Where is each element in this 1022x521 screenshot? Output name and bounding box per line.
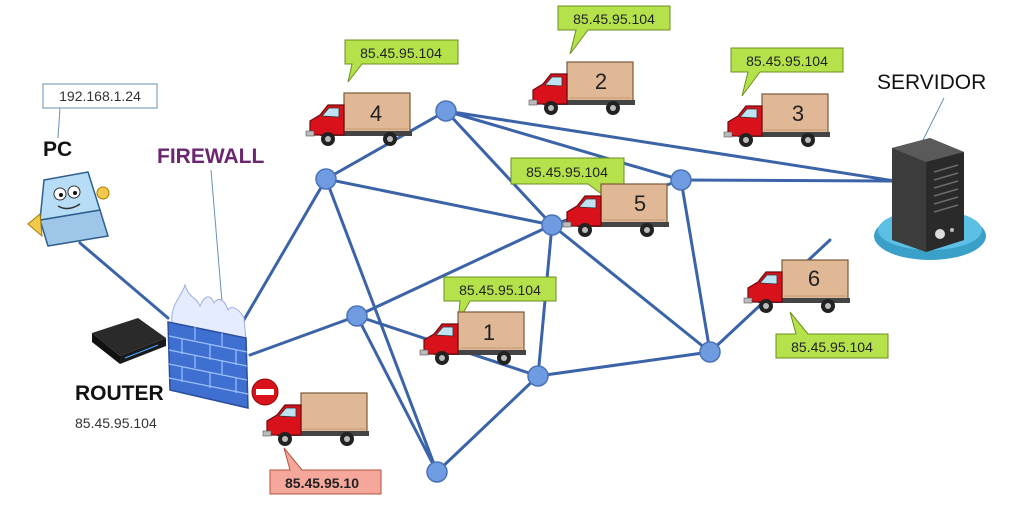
node-n4	[541, 214, 563, 236]
truck-4-ip: 85.45.95.104	[360, 45, 442, 61]
link-n1-n2	[324, 109, 448, 181]
truck-icon	[305, 92, 413, 147]
truck-5-number: 5	[634, 191, 646, 216]
truck-2-ip: 85.45.95.104	[573, 11, 655, 27]
truck-1-ip: 85.45.95.104	[459, 282, 541, 298]
link-pc-router	[78, 241, 170, 320]
truck-icon	[723, 93, 831, 148]
truck-icon	[262, 392, 370, 447]
router-icon	[92, 318, 166, 364]
node-n7	[426, 461, 448, 483]
router-group: ROUTER 85.45.95.104	[75, 318, 166, 431]
truck-5-ip: 85.45.95.104	[526, 164, 608, 180]
server-icon	[874, 138, 986, 260]
truck-1-number: 1	[483, 320, 495, 345]
node-n8	[699, 341, 721, 363]
truck-2-group: 85.45.95.104 2	[528, 5, 671, 116]
truck-6-number: 6	[808, 266, 820, 291]
pc-ip-label: 192.168.1.24	[59, 88, 141, 104]
link-n5-n4	[355, 223, 554, 318]
truck-4-group: 85.45.95.104 4	[305, 39, 459, 147]
node-n5	[346, 305, 368, 327]
router-label: ROUTER	[75, 382, 164, 405]
truck-3-group: 85.45.95.104 3	[723, 47, 844, 148]
link-n2-n3	[444, 109, 683, 182]
pc-label: PC	[43, 138, 72, 161]
firewall-label: FIREWALL	[157, 145, 264, 168]
truck-icon	[743, 259, 851, 314]
blocked-truck-ip: 85.45.95.10	[285, 475, 359, 491]
link-firewall-n5	[248, 314, 359, 357]
link-n2-n4	[444, 109, 554, 227]
truck-4-number: 4	[370, 101, 382, 126]
server-group: SERVIDOR	[874, 71, 986, 260]
pc-group: 192.168.1.24 PC	[27, 83, 158, 247]
link-firewall-n1	[236, 177, 328, 332]
node-n1	[315, 168, 337, 190]
laptop-icon	[27, 171, 110, 247]
truck-6-group: 6 85.45.95.104	[743, 259, 889, 359]
network-nodes	[315, 100, 721, 483]
link-n2-server	[444, 109, 897, 183]
link-n4-n8	[550, 223, 712, 354]
server-label: SERVIDOR	[877, 71, 986, 94]
truck-icon	[528, 61, 636, 116]
node-n6	[527, 365, 549, 387]
link-n6-n7	[435, 374, 540, 474]
truck-blocked-group: 85.45.95.10	[251, 378, 382, 495]
link-n1-n4	[324, 177, 554, 227]
firewall-icon	[167, 283, 249, 409]
truck-1-group: 85.45.95.104 1	[419, 276, 557, 366]
firewall-group: FIREWALL	[157, 145, 264, 409]
truck-icon	[562, 183, 670, 238]
node-n3	[670, 169, 692, 191]
router-ip-label: 85.45.95.104	[75, 415, 157, 431]
node-n2	[435, 100, 457, 122]
truck-icon	[419, 311, 527, 366]
link-n3-server	[679, 178, 897, 183]
truck-5-group: 85.45.95.104 5	[510, 157, 670, 238]
no-entry-icon	[251, 378, 279, 406]
link-n6-n8	[536, 350, 712, 378]
pc-ip-box	[42, 83, 158, 109]
truck-3-ip: 85.45.95.104	[746, 53, 828, 69]
truck-6-ip: 85.45.95.104	[791, 339, 873, 355]
link-n5-n7	[355, 314, 439, 474]
link-n3-n8	[679, 178, 712, 354]
truck-3-number: 3	[792, 101, 804, 126]
truck-2-number: 2	[595, 69, 607, 94]
